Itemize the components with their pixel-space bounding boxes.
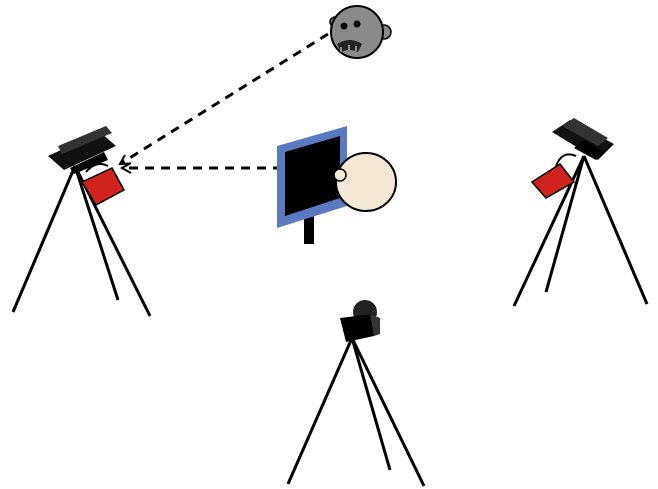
- tripod-legs: [514, 156, 647, 306]
- tripod-legs: [13, 166, 150, 316]
- left-tracker: [13, 126, 150, 316]
- ir-emitter-icon: [532, 154, 576, 198]
- depth-sensor-icon: [552, 118, 614, 160]
- head-shape: [336, 153, 396, 211]
- robot-head: [330, 6, 391, 58]
- ir-emitter-icon: [82, 164, 124, 205]
- video-camera-icon: [340, 300, 380, 342]
- center-camera: [288, 300, 424, 486]
- tripod-legs: [288, 338, 424, 486]
- right-tracker: [514, 118, 647, 306]
- robot-eye-right: [354, 21, 361, 28]
- depth-sensor-icon: [48, 126, 116, 174]
- nose-shape: [334, 169, 346, 181]
- robot-eye-left: [341, 23, 348, 30]
- subject-head: [334, 153, 396, 211]
